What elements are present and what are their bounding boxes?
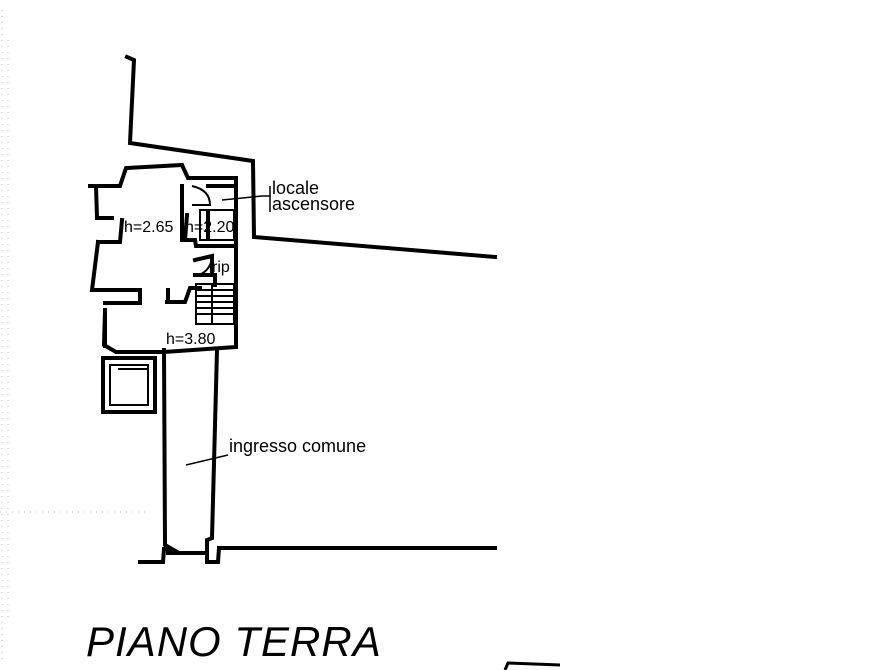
lift-shaft bbox=[191, 185, 235, 241]
rip-door bbox=[195, 257, 213, 277]
stray-mark bbox=[503, 661, 561, 670]
label-rip: rip bbox=[212, 259, 230, 276]
label-ascensore: ascensore bbox=[272, 194, 355, 214]
leader-lines bbox=[185, 186, 271, 466]
stairs bbox=[195, 283, 235, 325]
label-height-main: h=2.65 bbox=[124, 219, 173, 236]
building-outline bbox=[88, 54, 498, 564]
label-height-lift: h=2.20 bbox=[185, 219, 234, 236]
label-ingresso: ingresso comune bbox=[229, 436, 366, 456]
scan-noise bbox=[0, 10, 150, 660]
plan-title: PIANO TERRA bbox=[86, 618, 382, 665]
label-height-stair: h=3.80 bbox=[166, 331, 215, 348]
box-unit bbox=[101, 356, 157, 414]
label-locale: locale bbox=[272, 178, 319, 198]
